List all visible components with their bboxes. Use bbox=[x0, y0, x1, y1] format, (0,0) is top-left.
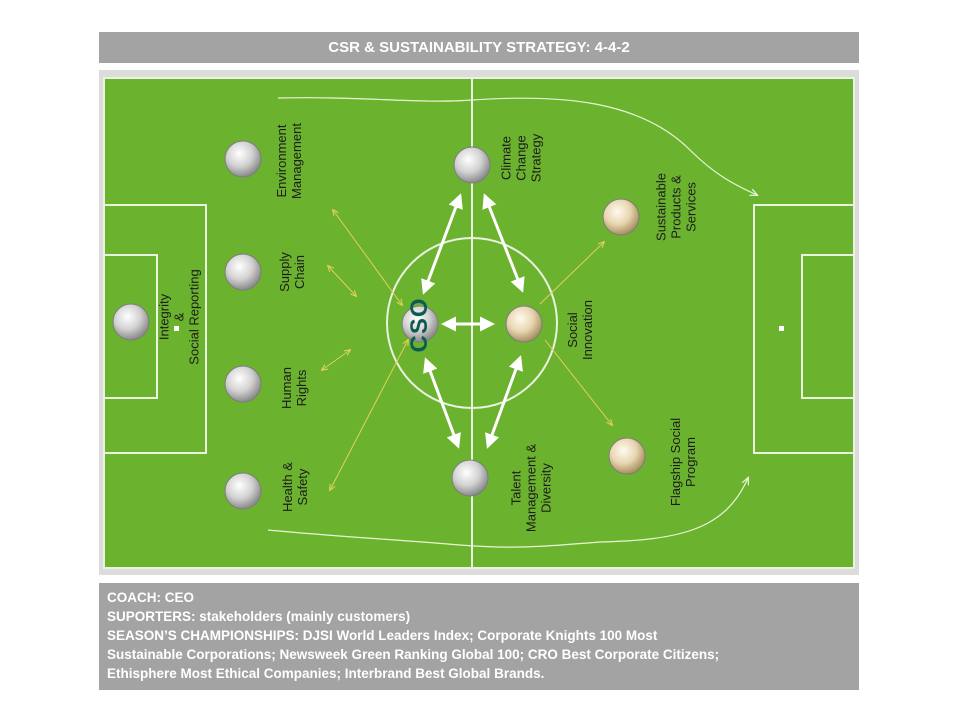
ball-cso bbox=[401, 305, 439, 343]
ball-integrity bbox=[112, 303, 150, 341]
right-penalty-spot bbox=[779, 326, 784, 331]
ball-health-safety bbox=[224, 472, 262, 510]
label-talent: Talent Management & Diversity bbox=[508, 443, 554, 533]
arrow-rights-cso bbox=[322, 350, 350, 370]
right-goal-box bbox=[801, 254, 855, 399]
ball-supply-chain bbox=[224, 253, 262, 291]
page-title: CSR & SUSTAINABILITY STRATEGY: 4-4-2 bbox=[99, 32, 859, 63]
cso-label: CSO bbox=[406, 297, 433, 353]
supporters-line: SUPORTERS: stakeholders (mainly customer… bbox=[107, 609, 411, 624]
center-circle bbox=[386, 237, 558, 409]
championships-line-2: Sustainable Corporations; Newsweek Green… bbox=[107, 647, 720, 662]
coach-line: COACH: CEO bbox=[107, 590, 194, 605]
label-supply-chain: Supply Chain bbox=[277, 252, 307, 292]
ball-environment bbox=[224, 140, 262, 178]
championships-line-3: Ethisphere Most Ethical Companies; Inter… bbox=[107, 666, 545, 681]
ball-social-innovation bbox=[505, 305, 543, 343]
ball-human-rights bbox=[224, 365, 262, 403]
arrow-env-cso bbox=[333, 210, 402, 305]
label-climate: Climate Change Strategy bbox=[498, 133, 544, 183]
label-human-rights: Human Rights bbox=[279, 367, 309, 409]
arrow-to-flagship bbox=[544, 339, 612, 425]
arrow-to-products bbox=[539, 242, 604, 305]
label-health-safety: Health & Safety bbox=[280, 462, 310, 512]
arrow-climate-cso bbox=[421, 193, 463, 295]
player-balls bbox=[112, 140, 646, 510]
ball-sustainable-products bbox=[602, 198, 640, 236]
arrow-cso-talent bbox=[423, 357, 461, 449]
ball-climate bbox=[453, 146, 491, 184]
top-play-arrow bbox=[277, 97, 757, 195]
ball-flagship bbox=[608, 437, 646, 475]
label-integrity: Integrity & Social Reporting bbox=[156, 269, 202, 365]
bottom-play-arrow bbox=[267, 478, 748, 548]
arrow-innovation-talent bbox=[485, 355, 523, 449]
support-arrows bbox=[322, 210, 612, 490]
footer-panel: COACH: CEO SUPORTERS: stakeholders (main… bbox=[99, 583, 859, 690]
right-penalty-box bbox=[753, 204, 855, 454]
ball-talent bbox=[451, 459, 489, 497]
left-goal-box bbox=[103, 254, 158, 399]
left-penalty-spot bbox=[174, 326, 179, 331]
championships-line-1: SEASON’S CHAMPIONSHIPS: DJSI World Leade… bbox=[107, 628, 658, 643]
arrow-health-cso bbox=[330, 340, 408, 490]
label-social-innovation: Social Innovation bbox=[565, 300, 595, 360]
label-environment: Environment Management bbox=[274, 123, 304, 199]
arrow-climate-innovation bbox=[482, 193, 525, 293]
core-arrows bbox=[421, 193, 525, 449]
label-flagship: Flagship Social Program bbox=[668, 417, 698, 507]
label-sustainable-products: Sustainable Products & Services bbox=[653, 173, 699, 241]
arrow-supply-cso bbox=[328, 266, 356, 296]
